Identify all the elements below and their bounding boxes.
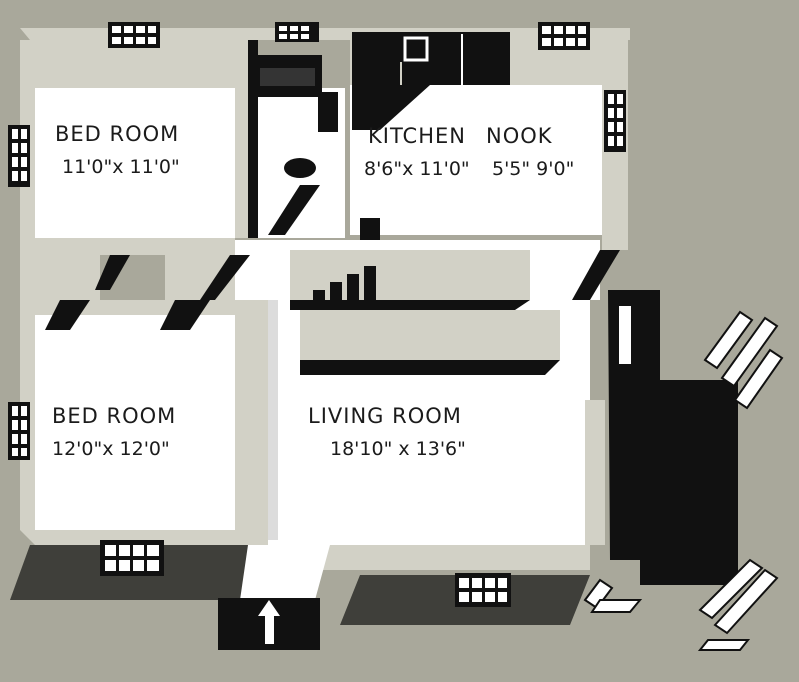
wall-bedroom2-bottom xyxy=(35,530,268,545)
shadow-hall-counter xyxy=(290,300,530,310)
stair-steps-icon xyxy=(313,266,376,310)
shadow-closet-door xyxy=(95,255,130,290)
porch-railing xyxy=(583,310,784,651)
shadow-closet-1 xyxy=(45,300,90,330)
wall-living-right xyxy=(585,400,605,545)
nook-size: 5'5" 9'0" xyxy=(492,158,575,180)
window-grid-icon xyxy=(108,22,160,48)
floor-bedroom-2 xyxy=(35,315,235,530)
floor-bedroom-1 xyxy=(35,88,235,238)
kitchen-sink-icon xyxy=(403,36,429,62)
entry-walk xyxy=(240,545,330,600)
outer-wall-left xyxy=(20,40,35,545)
window-grid-icon xyxy=(455,573,511,607)
kitchen-counter xyxy=(352,62,510,130)
bedroom-2-name: BED ROOM xyxy=(52,404,177,428)
bedroom-1-size: 11'0"x 11'0" xyxy=(62,156,180,178)
window-grid-icon xyxy=(100,540,164,576)
kitchen-cabinets-top xyxy=(352,32,510,85)
bathtub-icon xyxy=(252,55,322,97)
porch-post xyxy=(617,304,633,366)
window-grid-icon xyxy=(8,402,30,460)
bedroom-2-size: 12'0"x 12'0" xyxy=(52,438,170,460)
hall-closet-door xyxy=(360,218,380,240)
living-room-size: 18'10" x 13'6" xyxy=(330,438,466,460)
entry-arrow-icon xyxy=(258,600,280,644)
window-grid-icon xyxy=(275,22,319,42)
porch-dark-mass xyxy=(608,290,738,585)
bedroom-1-name: BED ROOM xyxy=(55,122,180,146)
window-grid-icon xyxy=(8,125,30,187)
toilet-icon xyxy=(284,158,316,178)
kitchen-size: 8'6"x 11'0" xyxy=(364,158,470,180)
shadow-bath-door xyxy=(268,185,320,235)
wall-living-bottom xyxy=(268,545,590,570)
shadow-hall-left xyxy=(200,255,250,300)
wall-bedroom1-top xyxy=(35,40,235,88)
wall-closet-left xyxy=(35,255,100,300)
nook-name: NOOK xyxy=(486,124,553,148)
vanity-icon xyxy=(318,92,338,132)
wall-living-counter xyxy=(300,310,560,360)
kitchen-name: KITCHEN xyxy=(368,124,466,148)
wall-bedroom1-bottom xyxy=(35,238,235,255)
living-room-name: LIVING ROOM xyxy=(308,404,462,428)
window-grid-icon xyxy=(604,90,626,152)
bathtub-inner xyxy=(260,68,315,86)
shadow-closet-2 xyxy=(160,300,210,330)
shadow-living-left xyxy=(268,300,278,540)
shadow-living-counter xyxy=(300,360,560,375)
wall-bedroom2-right xyxy=(235,300,268,530)
window-grid-icon xyxy=(538,22,590,50)
shadow-nook-edge xyxy=(572,250,620,300)
wall-bedroom1-right xyxy=(235,40,248,238)
wall-hall-counter xyxy=(290,250,530,300)
